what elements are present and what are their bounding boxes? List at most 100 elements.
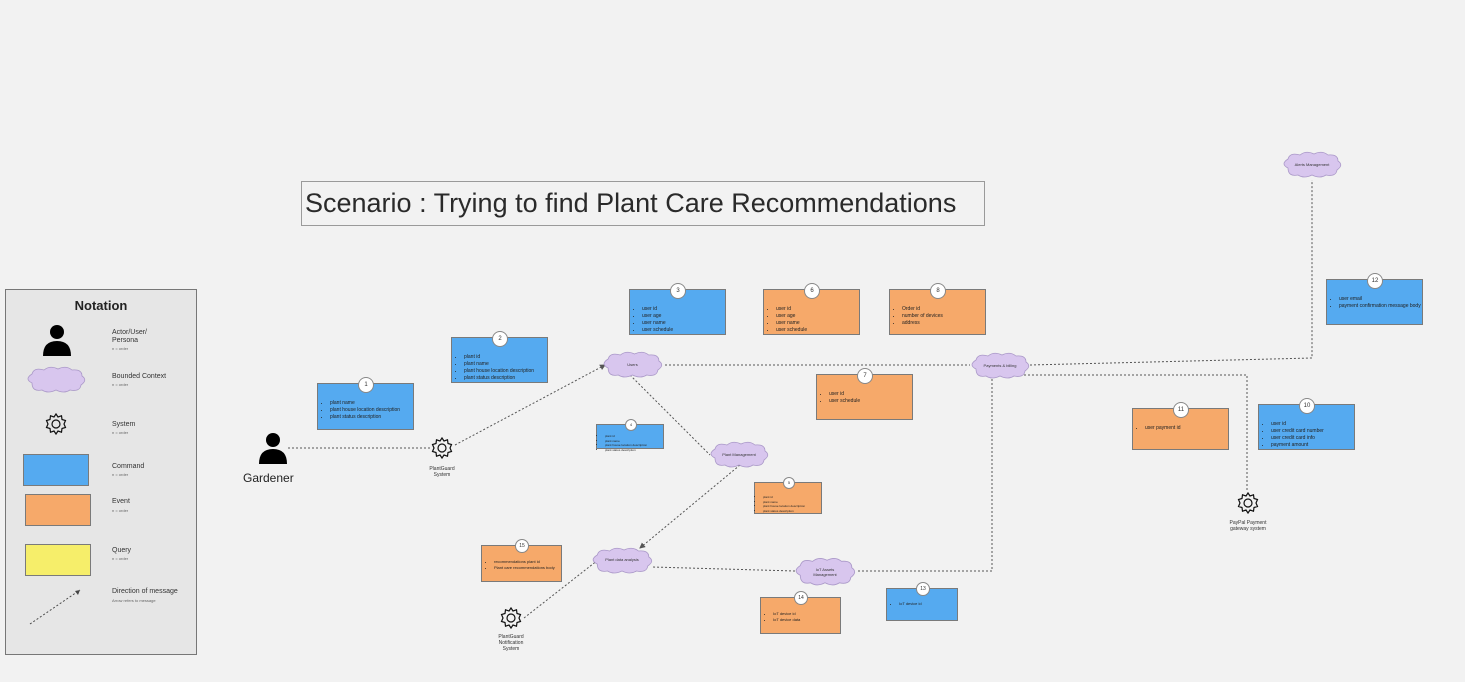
card-attribute: user schedule — [642, 327, 725, 334]
card-attribute: user name — [642, 320, 725, 327]
card-heading — [318, 393, 413, 398]
card-attribute: plant name — [605, 439, 663, 444]
card-attribute: user schedule — [829, 398, 912, 405]
link-payments-alerts — [1029, 180, 1313, 366]
notation-context-label: Bounded Context — [112, 373, 167, 380]
card-attribute: user age — [776, 313, 859, 320]
scenario-title: Scenario : Trying to find Plant Care Rec… — [301, 181, 985, 226]
card-6-number: 6 — [804, 283, 820, 299]
card-attribute: plant name — [464, 361, 547, 368]
system-gear-icon — [45, 412, 67, 436]
plant-management-context-cloud — [710, 441, 769, 468]
card-10-number: 10 — [1299, 398, 1315, 414]
plant-management-context-label: Plant Management — [722, 452, 756, 457]
notation-panel: Notation Actor/User/ Persona n = order B… — [5, 289, 197, 655]
card-attribute: user id — [1271, 421, 1354, 428]
card-attribute: plant name — [330, 400, 413, 407]
card-attribute: plant status description — [464, 375, 547, 382]
card-heading — [1327, 289, 1422, 294]
notation-event-sub: n = order — [112, 508, 129, 513]
card-heading — [482, 554, 561, 557]
card-attribute: user id — [642, 306, 725, 313]
paypal-system-gear-icon — [1237, 491, 1259, 515]
link-iot-analysis — [651, 566, 796, 572]
event-swatch — [25, 494, 91, 526]
card-attribute: user email — [1339, 296, 1422, 303]
users-context-label: Users — [627, 362, 638, 367]
payments-context-cloud — [971, 352, 1030, 379]
card-attribute: plant house location description — [605, 443, 663, 448]
card-attribute: user id — [776, 306, 859, 313]
card-attribute: plant status description — [763, 509, 821, 514]
users-context-cloud — [603, 351, 663, 378]
card-2-number: 2 — [492, 331, 508, 347]
notation-context-sub: n = order — [112, 382, 129, 387]
direction-arrow-icon — [29, 589, 81, 625]
card-attribute: IoT device data — [773, 617, 840, 623]
gardener-label: Gardener — [243, 471, 294, 485]
notification-system-gear-icon — [500, 606, 522, 630]
paypal-system-label: PayPal Payment gateway system — [1229, 520, 1267, 532]
iot-context-cloud — [795, 557, 856, 586]
card-7-number: 7 — [857, 368, 873, 384]
card-attribute: user name — [776, 320, 859, 327]
card-heading — [755, 490, 821, 493]
notation-query-label: Query — [112, 547, 132, 554]
notation-system-sub: n = order — [112, 430, 129, 435]
card-attribute: user age — [642, 313, 725, 320]
data-analysis-context-label: Plant data analysis — [605, 557, 639, 562]
card-attribute: plant id — [464, 354, 547, 361]
card-attribute: Order id — [902, 306, 985, 313]
card-heading — [890, 299, 985, 304]
card-attribute: plant house location description — [763, 504, 821, 509]
card-13-number: 13 — [916, 582, 930, 596]
plantguard-system-label: PlantGuard System — [429, 466, 455, 478]
card-heading — [817, 384, 912, 389]
card-heading — [452, 347, 547, 352]
card-11-number: 11 — [1173, 402, 1189, 418]
link-plantguard-users — [454, 364, 606, 446]
card-attribute: IoT device id — [773, 611, 840, 617]
actor-icon — [43, 325, 71, 356]
card-attribute: IoT device id — [899, 601, 957, 606]
card-attribute: Plant care recommendations body — [494, 565, 561, 571]
notation-direction-label: Direction of message — [112, 588, 178, 595]
alerts-context-label: Alerts Management — [1294, 162, 1330, 167]
card-heading — [764, 299, 859, 304]
card-attribute: user credit card number — [1271, 428, 1354, 435]
card-attribute: address — [902, 320, 985, 327]
notation-direction-sub: Arrow refers to message — [112, 598, 156, 603]
iot-context-label: IoT Assets Management — [813, 567, 837, 577]
card-attribute: number of devices — [902, 313, 985, 320]
link-plantmgmt-analysis — [639, 464, 741, 549]
card-attribute: plant name — [763, 500, 821, 505]
command-swatch — [23, 454, 89, 486]
card-attribute: plant house location description — [330, 407, 413, 414]
plantguard-system-gear-icon — [431, 436, 453, 460]
card-attribute: plant status description — [605, 448, 663, 453]
query-swatch — [25, 544, 91, 576]
card-attribute: user credit card info — [1271, 435, 1354, 442]
card-heading — [1259, 414, 1354, 419]
bounded-context-icon — [27, 366, 86, 393]
card-attribute: payment amount — [1271, 442, 1354, 449]
card-attribute: plant status description — [330, 414, 413, 421]
card-1-number: 1 — [358, 377, 374, 393]
payments-context-label: Payments & billing — [983, 363, 1017, 368]
notation-command-sub: n = order — [112, 472, 129, 477]
card-attribute: user schedule — [776, 327, 859, 334]
card-12-number: 12 — [1367, 273, 1383, 289]
notation-actor-label: Actor/User/ Persona — [112, 329, 148, 344]
link-payments-iot — [858, 375, 993, 572]
card-heading — [761, 606, 840, 609]
notification-system-label: PlantGuard Notification System — [498, 634, 524, 652]
card-attribute: payment confirmation message body — [1339, 303, 1422, 310]
gardener-actor-icon — [259, 433, 287, 464]
notation-query-sub: n = order — [112, 556, 129, 561]
data-analysis-context-cloud — [592, 547, 653, 574]
notation-title: Notation — [74, 298, 128, 313]
card-8-number: 8 — [930, 283, 946, 299]
notation-event-label: Event — [112, 498, 130, 505]
card-attribute: plant id — [605, 434, 663, 439]
